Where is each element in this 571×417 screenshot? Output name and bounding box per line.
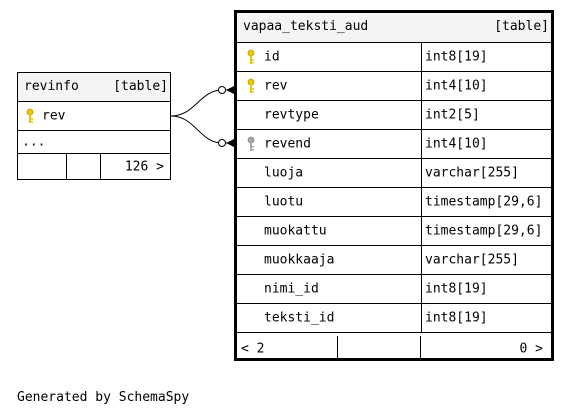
- footer-cell: [66, 154, 101, 179]
- table-header[interactable]: revinfo [table]: [18, 73, 170, 102]
- relationship-line-revend: [170, 115, 234, 144]
- column-type: int2[5]: [425, 107, 480, 123]
- column-type: varchar[255]: [425, 252, 519, 268]
- table-revinfo[interactable]: revinfo [table] rev ... 126 >: [17, 72, 171, 180]
- column-name: luotu: [264, 194, 304, 210]
- column-type: varchar[255]: [425, 165, 519, 181]
- table-row[interactable]: revend int4[10]: [237, 130, 551, 159]
- column-type: int8[19]: [425, 281, 488, 297]
- column-type-cell: varchar[255]: [421, 246, 551, 274]
- table-row[interactable]: nimi_id int8[19]: [237, 275, 551, 304]
- foreign-key-icon: [247, 136, 255, 152]
- column-name: revtype: [264, 107, 319, 123]
- table-footer: 126 >: [18, 154, 170, 179]
- column-type-cell: int4[10]: [421, 130, 551, 158]
- column-name: nimi_id: [264, 281, 319, 297]
- column-type: int4[10]: [425, 136, 488, 152]
- column-name: muokattu: [264, 223, 327, 239]
- table-vapaa-teksti-aud[interactable]: vapaa_teksti_aud [table] id int8[19] rev in…: [234, 10, 554, 361]
- table-row[interactable]: teksti_id int8[19]: [237, 304, 551, 333]
- column-type-cell: int2[5]: [421, 101, 551, 129]
- table-kind-label: [table]: [494, 19, 549, 34]
- table-row[interactable]: rev int4[10]: [237, 72, 551, 101]
- relationship-end-revend: [218, 139, 226, 147]
- relationship-line-rev: [170, 89, 234, 117]
- column-type-cell: timestamp[29,6]: [421, 188, 551, 216]
- table-row[interactable]: muokkaaja varchar[255]: [237, 246, 551, 275]
- column-type-cell: timestamp[29,6]: [421, 217, 551, 245]
- table-row[interactable]: revtype int2[5]: [237, 101, 551, 130]
- column-type: int8[19]: [425, 49, 488, 65]
- child-count[interactable]: 126 >: [124, 159, 164, 174]
- primary-key-icon: [247, 78, 255, 94]
- column-type: int4[10]: [425, 78, 488, 94]
- column-type-cell: int8[19]: [421, 43, 551, 71]
- table-row[interactable]: id int8[19]: [237, 43, 551, 72]
- column-name: muokkaaja: [264, 252, 335, 268]
- column-name: revend: [264, 136, 311, 152]
- table-name: vapaa_teksti_aud: [243, 19, 369, 34]
- table-footer: < 2 0 >: [237, 336, 551, 361]
- column-type: timestamp[29,6]: [425, 223, 543, 239]
- column-name: rev: [42, 108, 66, 124]
- relationship-end-rev: [218, 86, 226, 94]
- column-type: timestamp[29,6]: [425, 194, 543, 210]
- more-columns-ellipsis: ...: [22, 134, 46, 150]
- generated-by-caption: Generated by SchemaSpy: [17, 390, 190, 405]
- table-row[interactable]: rev: [18, 102, 170, 131]
- table-kind-label: [table]: [113, 79, 168, 94]
- relationship-arrow-rev: [226, 86, 234, 94]
- primary-key-icon: [247, 49, 255, 65]
- table-row[interactable]: luotu timestamp[29,6]: [237, 188, 551, 217]
- column-type-cell: int8[19]: [421, 304, 551, 332]
- table-header[interactable]: vapaa_teksti_aud [table]: [237, 13, 551, 43]
- primary-key-icon: [26, 108, 34, 124]
- parent-count[interactable]: < 2: [241, 341, 265, 356]
- footer-cell: [337, 336, 421, 361]
- column-type-cell: int8[19]: [421, 275, 551, 303]
- table-row[interactable]: muokattu timestamp[29,6]: [237, 217, 551, 246]
- column-name: rev: [264, 78, 288, 94]
- column-name: luoja: [264, 165, 304, 181]
- column-type-cell: varchar[255]: [421, 159, 551, 187]
- column-type-cell: int4[10]: [421, 72, 551, 100]
- relationship-arrow-revend: [226, 139, 234, 147]
- column-name: teksti_id: [264, 310, 335, 326]
- table-name: revinfo: [24, 79, 79, 94]
- column-type: int8[19]: [425, 310, 488, 326]
- child-count[interactable]: 0 >: [519, 341, 543, 356]
- table-row-ellipsis: ...: [18, 131, 170, 154]
- table-row[interactable]: luoja varchar[255]: [237, 159, 551, 188]
- column-name: id: [264, 49, 280, 65]
